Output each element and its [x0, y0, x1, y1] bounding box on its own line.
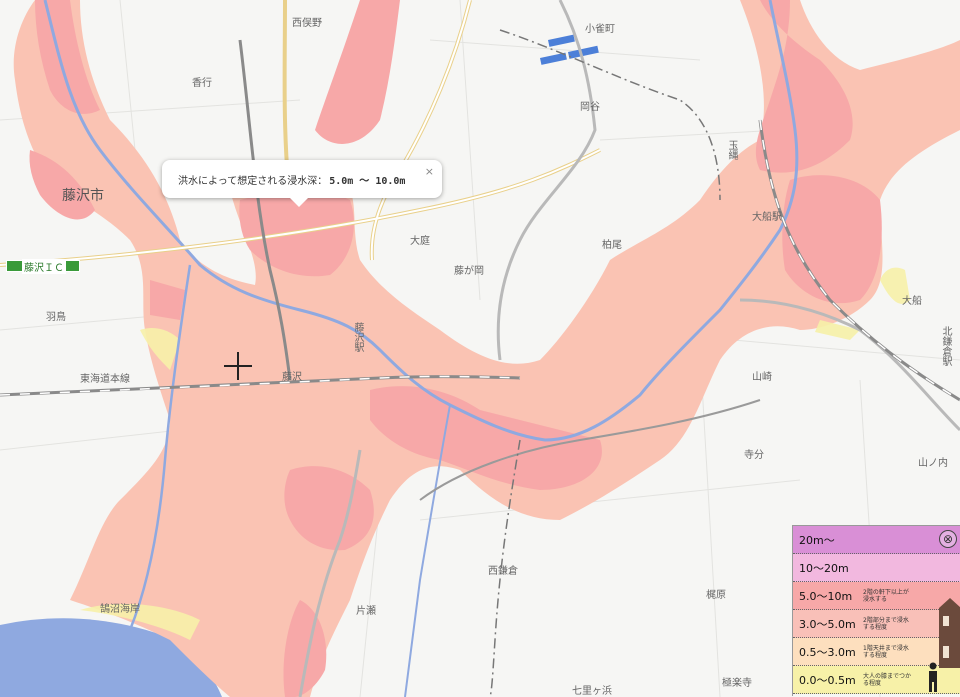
label-tamanawa: 玉縄	[726, 140, 737, 160]
legend-note: 2階の軒下以上が浸水する	[863, 588, 909, 603]
map-center-crosshair-icon	[224, 352, 252, 380]
legend-range: 5.0～10m	[799, 589, 853, 603]
legend-row-20m-plus: 20m～ ⊗	[793, 526, 960, 554]
legend-close-button[interactable]: ⊗	[939, 530, 957, 548]
label-tsujido: 片瀬	[356, 606, 376, 617]
label-shichirigahama: 七里ヶ浜	[572, 686, 612, 697]
legend-range: 0.5～3.0m	[799, 645, 856, 659]
label-okaya: 岡谷	[580, 102, 600, 113]
legend-range: 3.0～5.0m	[799, 617, 856, 631]
label-tokaido: 東海道本線	[80, 374, 130, 385]
label-kashio: 柏尾	[602, 240, 622, 251]
label-fujigaoka: 藤が岡	[454, 266, 484, 277]
popup-close-button[interactable]: ×	[424, 165, 434, 178]
label-ofuna: 大船	[902, 296, 922, 307]
person-icon	[929, 662, 937, 692]
legend-note: 2階部分まで浸水する程度	[863, 616, 909, 631]
legend-range: 10～20m	[799, 561, 849, 575]
label-kogo: 香行	[192, 78, 212, 89]
label-teramae: 寺分	[744, 450, 764, 461]
legend-row-0.5-3m: 0.5～3.0m 1階天井まで浸水する程度	[793, 638, 960, 666]
label-fujisawa-city: 藤沢市	[62, 188, 104, 204]
label-kajiwara: 梶原	[706, 590, 726, 601]
legend-range: 20m～	[799, 533, 835, 547]
legend-note: 1階天井まで浸水する程度	[863, 644, 909, 659]
label-kugenuma: 鵠沼海岸	[100, 604, 140, 615]
legend-row-3-5m: 3.0～5.0m 2階部分まで浸水する程度	[793, 610, 960, 638]
label-nishikamakura: 西鎌倉	[488, 566, 518, 577]
label-omiya: 大庭	[410, 236, 430, 247]
legend-row-10-20m: 10～20m	[793, 554, 960, 582]
flood-depth-legend: 20m～ ⊗ 10～20m 5.0～10m 2階の軒下以上が浸水する 3.0～5…	[792, 525, 960, 696]
label-yamanouchi: 山ノ内	[918, 458, 948, 469]
label-kanaya: 小雀町	[585, 24, 615, 35]
label-haneo: 羽鳥	[46, 312, 66, 323]
label-fujisawa: 藤沢	[282, 372, 302, 383]
house-icon	[939, 598, 960, 668]
interchange-label: 藤沢ＩＣ	[22, 259, 66, 274]
legend-row-5-10m: 5.0～10m 2階の軒下以上が浸水する	[793, 582, 960, 610]
flood-depth-popup[interactable]: 洪水によって想定される浸水深： 5.0m ～ 10.0m ×	[162, 160, 442, 207]
label-ofuna-station: 大船駅	[752, 212, 782, 223]
legend-range: 0.0～0.5m	[799, 673, 856, 687]
popup-text: 洪水によって想定される浸水深：	[178, 175, 328, 187]
label-nishimatano: 西俣野	[292, 18, 322, 29]
legend-note: 大人の膝までつかる程度	[863, 672, 912, 687]
label-gokurakuji: 極楽寺	[722, 678, 752, 689]
label-fujisawa-station: 藤沢駅	[352, 322, 363, 352]
label-kitakamakura: 北鎌倉駅	[940, 326, 951, 366]
label-yamasaki: 山崎	[752, 372, 772, 383]
popup-pointer	[290, 198, 308, 207]
popup-depth-value: 5.0m ～ 10.0m	[329, 175, 406, 187]
